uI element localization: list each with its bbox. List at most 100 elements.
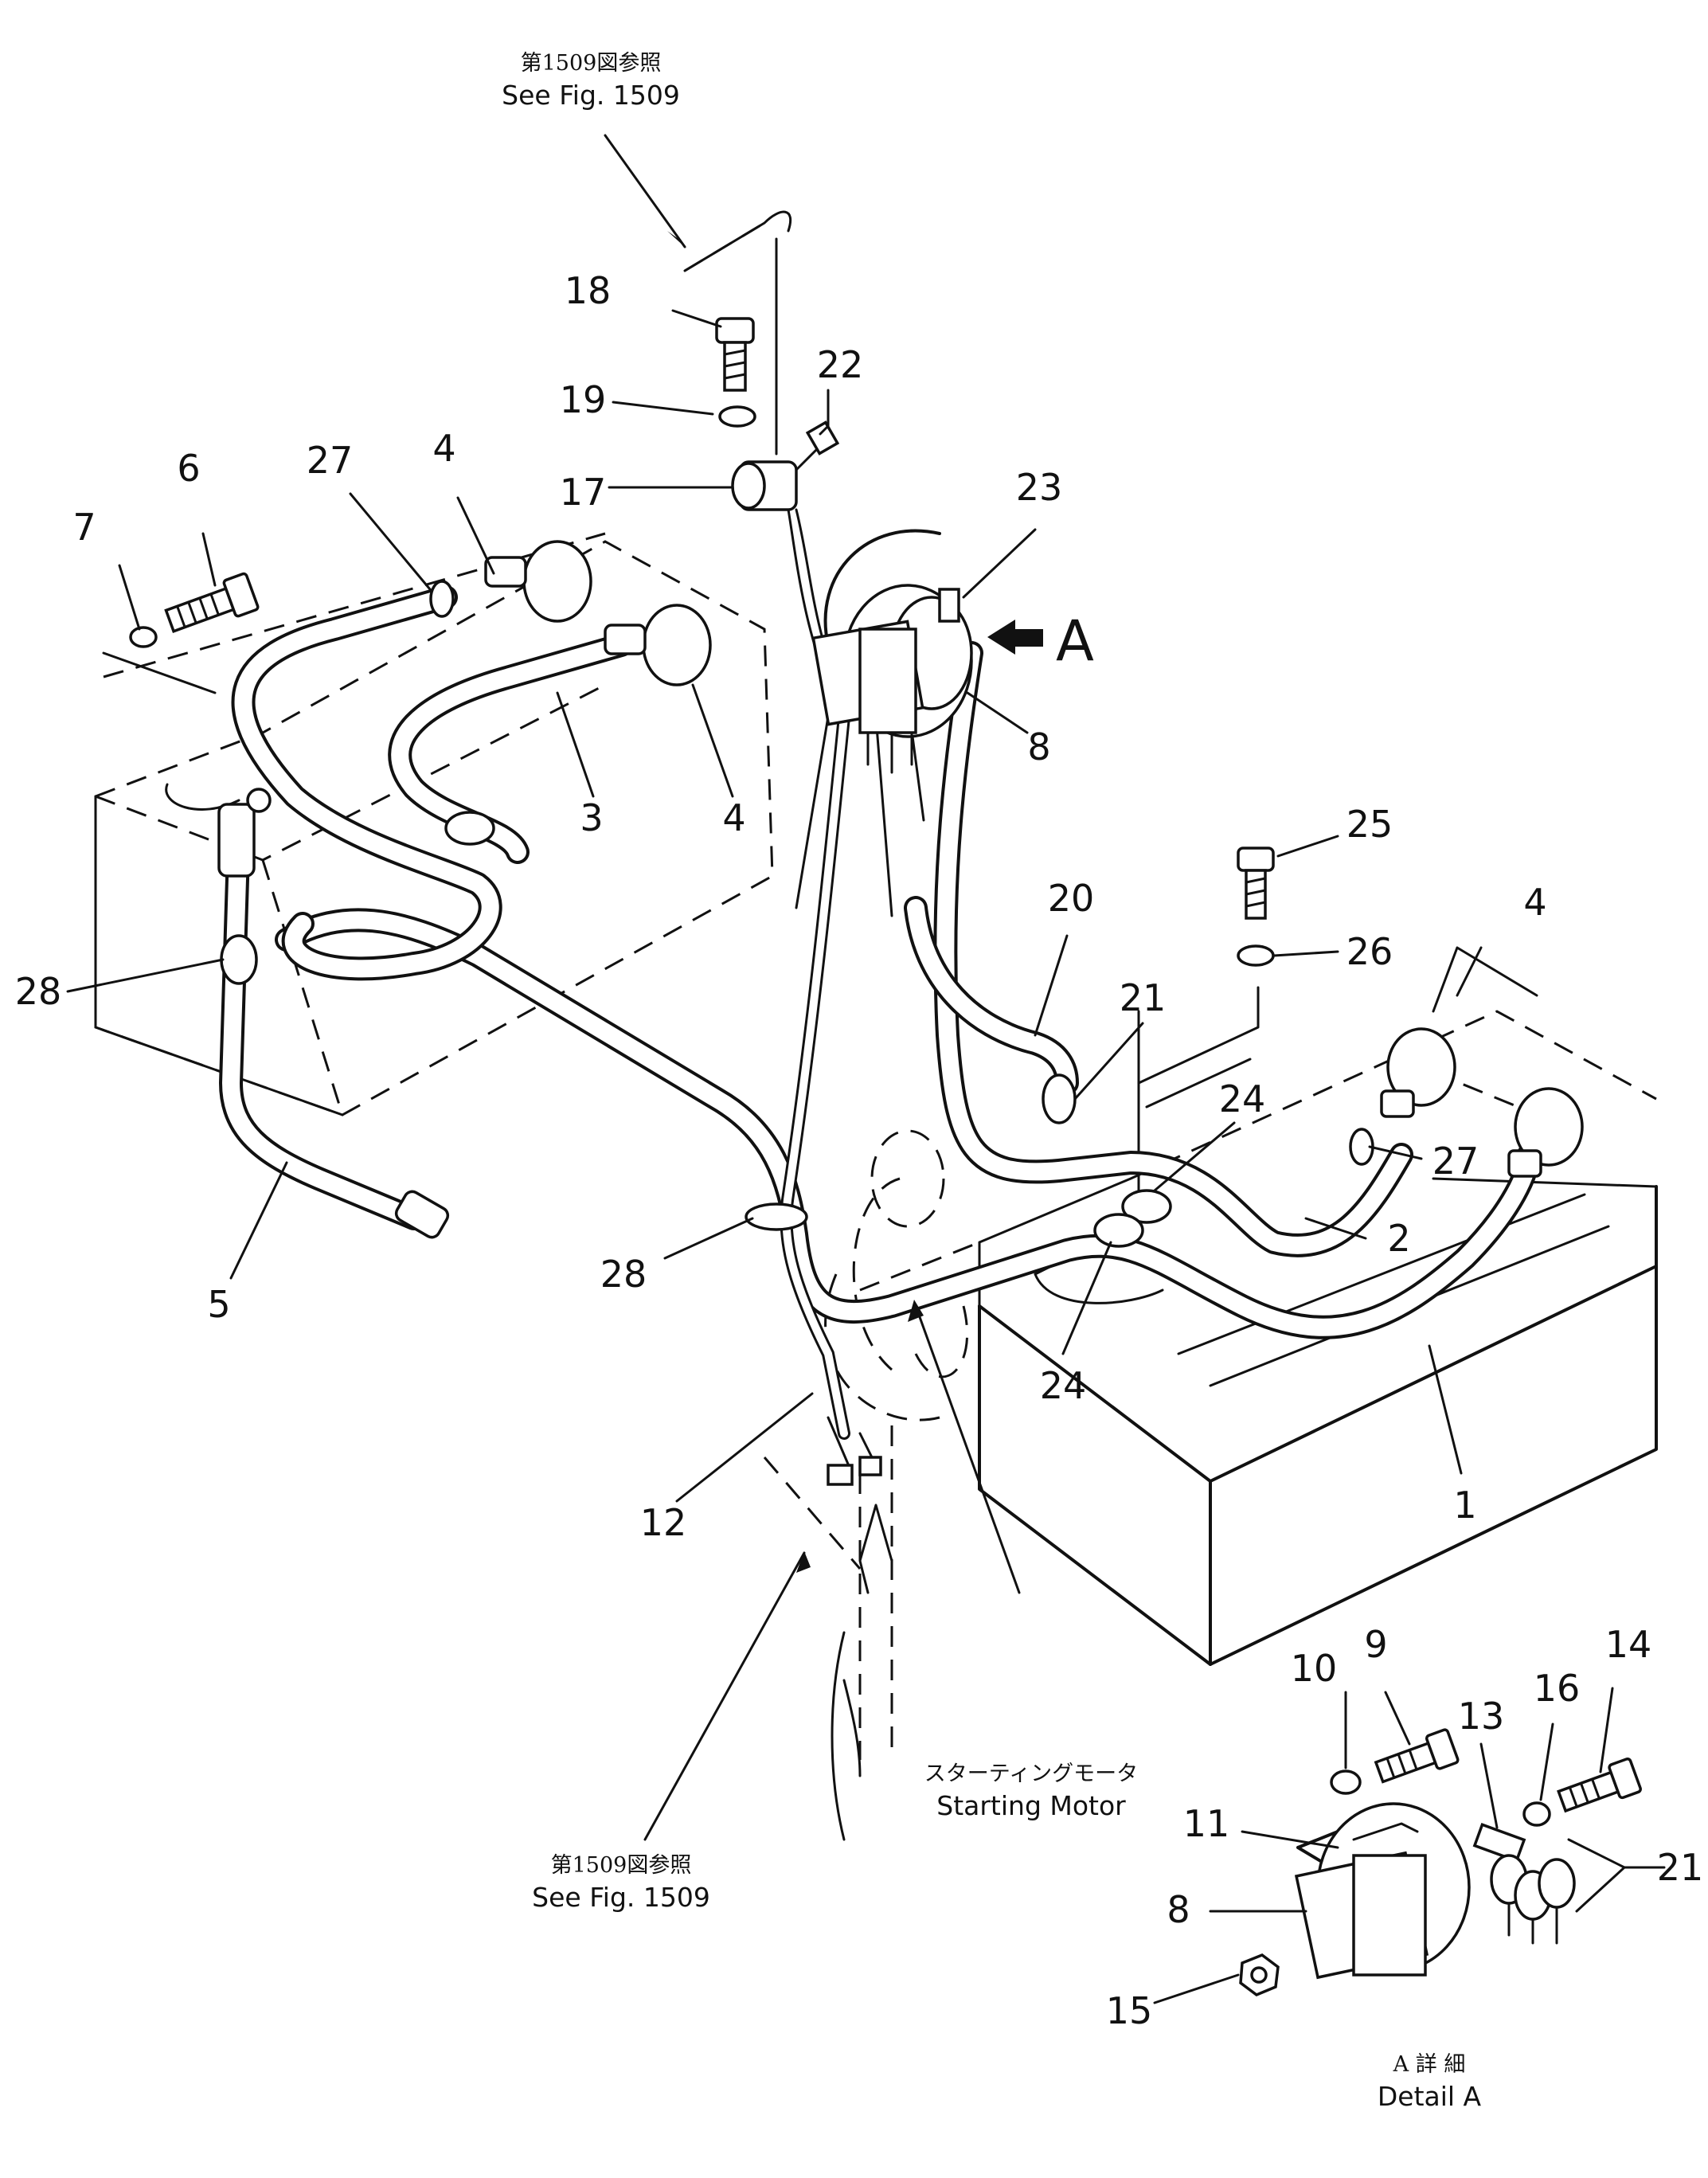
washer-26-leader-line: [1137, 986, 1260, 1085]
view-arrow-a-label: A: [1056, 608, 1094, 674]
boot-4-right-a: [1386, 1027, 1456, 1107]
callout-10: 10: [1290, 1647, 1338, 1690]
washer-26: [1237, 944, 1275, 967]
leader-15: [1153, 1973, 1240, 2004]
callout-21-detail: 21: [1656, 1846, 1704, 1889]
bottom-ref-en: See Fig. 1509: [532, 1882, 710, 1914]
clamp-upper-left: [444, 811, 495, 846]
washer-10: [1330, 1769, 1362, 1795]
ref-arrow-top-icon: [667, 231, 686, 248]
relay-8-detail: [1294, 1802, 1471, 1980]
callout-7: 7: [72, 506, 96, 549]
cap-21: [1042, 1073, 1077, 1124]
callout-5: 5: [207, 1283, 231, 1326]
callout-3: 3: [580, 796, 604, 839]
clamp-28-center: [745, 1202, 808, 1231]
callout-19: 19: [559, 378, 607, 421]
washer-19: [718, 405, 756, 428]
cable-5: [219, 816, 426, 1230]
terminal-post-left: [246, 788, 272, 813]
motor-en: Starting Motor: [936, 1790, 1126, 1822]
boot-neck-mid: [604, 624, 647, 655]
leader-11: [1241, 1830, 1339, 1849]
callout-27-upper: 27: [306, 439, 354, 482]
leader-9: [1384, 1691, 1411, 1746]
ref-arrow-bottom-icon: [796, 1551, 811, 1573]
cable-1: [275, 908, 1541, 1339]
callout-28-center: 28: [600, 1253, 647, 1296]
leader-lines: [66, 134, 1538, 1841]
boot-4-mid: [642, 604, 712, 686]
callout-28-left: 28: [14, 970, 62, 1013]
detail-a: [1153, 1687, 1666, 2004]
bolt-25: [1237, 847, 1275, 920]
callout-24-upper: 24: [1218, 1077, 1266, 1120]
bottom-fig-reference: 第1509図参照 See Fig. 1509: [532, 1851, 710, 1916]
callout-26: 26: [1346, 930, 1393, 973]
callout-21: 21: [1119, 976, 1167, 1019]
top-fig-reference: 第1509図参照 See Fig. 1509: [502, 49, 680, 114]
callout-2: 2: [1387, 1217, 1411, 1260]
ref-wire-bottom: [858, 1503, 893, 1594]
callout-14: 14: [1604, 1623, 1652, 1666]
callout-8-detail: 8: [1167, 1888, 1190, 1931]
ref-dash-top: [684, 221, 765, 272]
clamp-24-a: [1121, 1189, 1172, 1224]
cable-2: [933, 641, 1413, 1257]
clamp-24-b: [1093, 1213, 1144, 1248]
callout-16: 16: [1533, 1667, 1581, 1710]
leader-14: [1599, 1687, 1614, 1773]
cable-20: [904, 896, 1079, 1095]
callout-18: 18: [564, 269, 612, 312]
boot-neck-upper: [484, 556, 527, 588]
ref-dash-bottom: [763, 1457, 862, 1570]
callout-11: 11: [1182, 1802, 1230, 1845]
callout-27-right: 27: [1432, 1140, 1479, 1183]
boot-neck-right-a: [1380, 1089, 1415, 1118]
bottom-ref-jp: 第1509図参照: [550, 1853, 692, 1878]
detail-en: Detail A: [1377, 2081, 1482, 2113]
callout-4-upper: 4: [432, 427, 456, 470]
callout-4-mid: 4: [722, 796, 746, 839]
callout-12: 12: [639, 1501, 687, 1544]
starting-motor-label: スターティングモータ Starting Motor: [924, 1760, 1138, 1824]
starting-motor: [824, 1129, 980, 1777]
motor-arrow-icon: [908, 1300, 924, 1322]
callout-22: 22: [816, 343, 864, 386]
leader-21-detail: [1567, 1838, 1666, 1913]
part-17: [731, 420, 840, 511]
callout-13: 13: [1457, 1695, 1505, 1738]
callout-25: 25: [1346, 803, 1393, 846]
washer-7: [129, 626, 158, 648]
top-ref-en: See Fig. 1509: [502, 80, 680, 111]
bolt-18: [715, 317, 755, 392]
callout-4-right: 4: [1523, 881, 1547, 924]
caps-21-detail: [1490, 1854, 1576, 1945]
detail-a-label: A 詳 細 Detail A: [1378, 2051, 1481, 2115]
callout-20: 20: [1047, 877, 1095, 920]
cable-upper-left: [231, 585, 502, 981]
callout-24-lower: 24: [1039, 1364, 1087, 1407]
wire-harness-12: [780, 508, 925, 1486]
leader-16: [1539, 1722, 1554, 1801]
callout-9: 9: [1364, 1623, 1388, 1666]
callout-1: 1: [1453, 1484, 1477, 1527]
sleeve-27-upper: [429, 580, 455, 618]
callout-23: 23: [1015, 466, 1063, 509]
callout-15: 15: [1105, 1989, 1153, 2032]
battery-relay-8: [811, 529, 973, 774]
view-arrow-a-icon: [987, 620, 1043, 655]
cable-5-eye: [394, 1190, 450, 1239]
callout-6: 6: [177, 447, 201, 490]
nut-15: [1239, 1953, 1280, 1996]
boot-neck-right-b: [1507, 1149, 1542, 1178]
bolt-6: [164, 572, 260, 633]
bolt-9: [1374, 1728, 1460, 1784]
detail-jp: A 詳 細: [1393, 2052, 1466, 2077]
boot-4-upper: [522, 540, 592, 623]
washer-16: [1522, 1801, 1551, 1827]
bolt-14: [1557, 1757, 1642, 1813]
leader-13: [1479, 1742, 1499, 1829]
